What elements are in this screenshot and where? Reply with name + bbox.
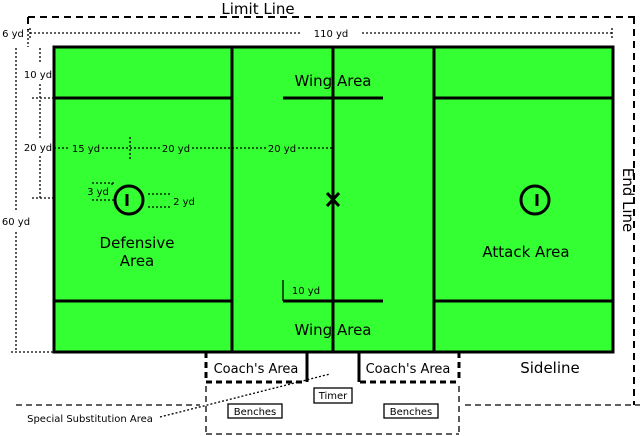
dim-10-yd-wing: 10 yd <box>292 286 320 297</box>
wing-area-bottom-label: Wing Area <box>295 321 372 339</box>
bench-area-boundary <box>16 386 640 435</box>
timer-area-lines <box>305 352 361 382</box>
dim-20-yd-side: 20 yd <box>24 143 52 154</box>
dim-15-yd: 15 yd <box>72 144 100 155</box>
dim-10-yd-side: 10 yd <box>24 70 52 81</box>
coachs-area-left-label: Coach's Area <box>214 362 299 377</box>
end-line-label: End Line <box>619 168 637 233</box>
dim-60-yd: 60 yd <box>2 217 30 228</box>
dim-2-yd: 2 yd <box>173 197 195 208</box>
wing-area-top-label: Wing Area <box>295 72 372 90</box>
special-substitution-area-label: Special Substitution Area <box>27 414 153 425</box>
defensive-goal-crease <box>113 184 145 216</box>
sideline-label: Sideline <box>520 359 580 377</box>
benches-left-label: Benches <box>234 407 277 418</box>
defensive-box-lines <box>54 96 613 303</box>
defensive-area-label-line2: Area <box>120 252 155 270</box>
dimension-lines <box>11 28 613 353</box>
center-x-mark <box>325 191 341 208</box>
coaches-area-boxes <box>204 352 461 384</box>
dim-110-yd: 110 yd <box>314 29 349 40</box>
attack-area-label: Attack Area <box>482 243 569 261</box>
special-substitution-pointer <box>159 373 331 418</box>
benches-right-label: Benches <box>390 407 433 418</box>
dim-20-yd-a: 20 yd <box>162 144 190 155</box>
dim-20-yd-b: 20 yd <box>268 144 296 155</box>
coachs-area-right-label: Coach's Area <box>366 362 451 377</box>
benches-box-right <box>383 403 439 419</box>
timer-box <box>313 387 353 404</box>
benches-box-left <box>227 403 283 419</box>
attack-goal-crease <box>519 184 551 216</box>
limit-line-label: Limit Line <box>221 0 294 18</box>
defensive-area-label-line1: Defensive <box>100 234 175 252</box>
dim-six-yd: 6 yd <box>2 29 24 40</box>
dim-3-yd: 3 yd <box>87 187 109 198</box>
timer-label: Timer <box>318 391 348 402</box>
limit-line-boundary <box>27 16 640 405</box>
